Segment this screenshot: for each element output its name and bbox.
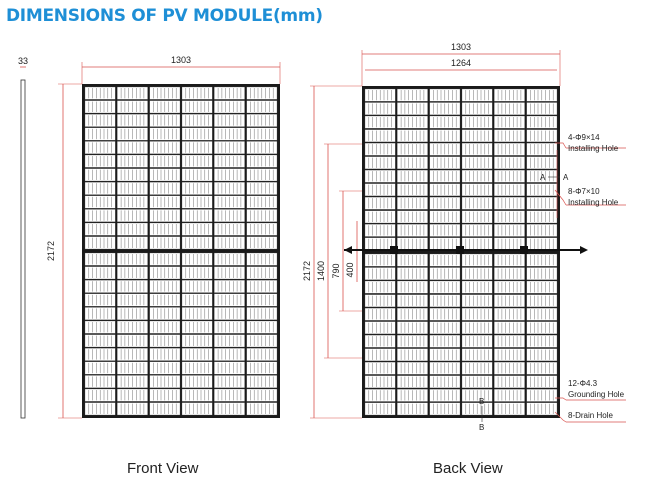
drain-label: 8-Drain Hole [568, 411, 613, 420]
hole-7x10-spec: 8-Φ7×10 [568, 187, 600, 196]
back-inner-width-label: 1264 [451, 58, 471, 68]
leader-drain [554, 411, 567, 423]
hole-9x14-label: Installing Hole [568, 144, 619, 153]
back-cable-arrow-right [580, 246, 588, 254]
section-a2-label: A [563, 173, 569, 182]
back-cell-grid [364, 88, 558, 416]
leader-hole-9x14 [555, 142, 567, 149]
back-cable-arrow-left [344, 246, 352, 254]
section-b2-label: B [479, 397, 484, 406]
front-side-profile [20, 79, 26, 419]
hole-7x10-label: Installing Hole [568, 198, 619, 207]
ground-label: Grounding Hole [568, 390, 625, 399]
section-a-label: A [540, 173, 546, 182]
back-outer-width-label: 1303 [451, 42, 471, 52]
back-height-label: 2172 [302, 261, 312, 281]
section-b-label: B [479, 423, 484, 432]
front-width-label: 1303 [171, 55, 191, 65]
leader-hole-7x10 [554, 189, 567, 206]
front-view-caption: Front View [127, 460, 199, 477]
back-400-label: 400 [345, 262, 355, 277]
back-790-label: 790 [331, 263, 341, 278]
hole-9x14-spec: 4-Φ9×14 [568, 133, 600, 142]
junction-box-1 [390, 246, 398, 254]
page-title: DIMENSIONS OF PV MODULE(mm) [6, 6, 323, 26]
junction-box-3 [520, 246, 528, 254]
front-view: 33 1303 2172 [18, 55, 281, 419]
back-view-caption: Back View [433, 460, 503, 477]
junction-box-2 [456, 246, 464, 254]
front-cell-grid [84, 86, 278, 416]
front-height-label: 2172 [46, 241, 56, 261]
ground-spec: 12-Φ4.3 [568, 379, 598, 388]
front-thickness-label: 33 [18, 56, 28, 66]
leader-grounding [555, 397, 567, 401]
back-1400-label: 1400 [316, 261, 326, 281]
back-view: 1303 1264 2172 1400 790 400 A A B [302, 42, 626, 432]
